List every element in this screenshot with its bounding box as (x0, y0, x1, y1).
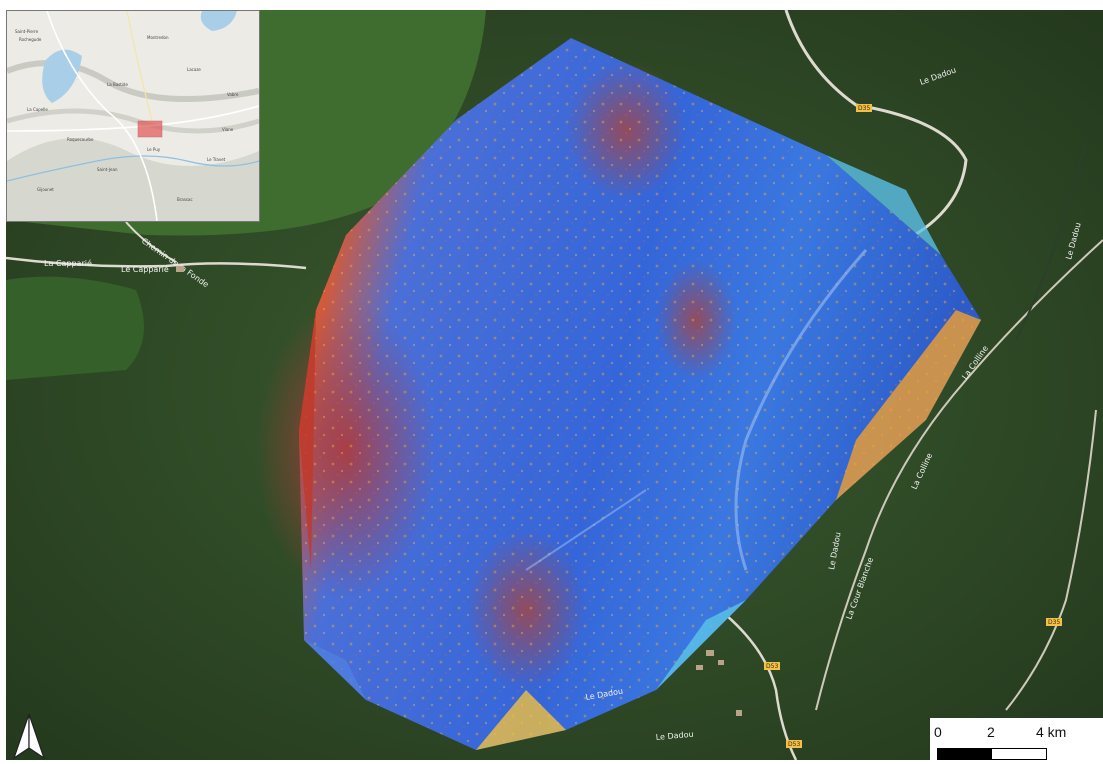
road-label: Le Capparié (121, 264, 169, 274)
inset-place-label: Montredon (147, 35, 169, 40)
north-arrow-icon (10, 712, 48, 760)
scale-bar: 0 2 4 km (930, 718, 1103, 760)
svg-text:D35: D35 (1048, 619, 1060, 626)
road-east (815, 239, 1103, 711)
inset-place-label: Saint-Pierre (15, 29, 39, 34)
dem-track (734, 249, 868, 571)
inset-locator-map[interactable]: Saint-Pierre Rochegude Montredon La Bast… (6, 10, 260, 222)
inset-place-label: Saint-Jean (97, 167, 118, 172)
scale-segment-black (937, 748, 991, 760)
inset-place-label: Le Puy (147, 147, 161, 152)
svg-text:D53: D53 (766, 663, 778, 670)
road-shield: D53 (786, 740, 802, 748)
dem-track (525, 489, 647, 571)
road-track (125, 221, 177, 263)
river (1015, 139, 1087, 341)
inset-place-label: Viane (222, 127, 234, 132)
dem-edge-artifact (456, 38, 571, 120)
scale-segment-white (991, 748, 1047, 760)
road-west (6, 256, 307, 270)
inset-place-label: Brassac (177, 197, 193, 202)
dem-speckle (299, 38, 981, 750)
field-area-2 (6, 276, 144, 380)
dem-edge-artifact (299, 310, 316, 570)
inset-lake (42, 49, 82, 103)
road-shield: D35 (1046, 618, 1062, 626)
road-far-east (1005, 409, 1097, 711)
inset-study-area-highlight (137, 120, 163, 138)
svg-text:D35: D35 (858, 105, 870, 112)
scale-label-0: 0 (934, 724, 942, 740)
dem-overlay[interactable] (256, 38, 981, 750)
village-buildings (176, 266, 742, 716)
inset-place-label: La Bastide (107, 82, 128, 87)
scale-label-2: 2 (987, 724, 995, 740)
road-shield: D35 (856, 104, 872, 112)
road-d35 (784, 10, 968, 242)
map-canvas[interactable]: Le Dadou Le Dadou Le Dadou Le Dadou Le D… (6, 10, 1103, 760)
road-label: La Capparié (44, 258, 92, 268)
dem-edge-artifact (656, 600, 746, 690)
inset-road (46, 11, 158, 221)
inset-map-svg: Saint-Pierre Rochegude Montredon La Bast… (7, 11, 259, 221)
dem-edge-artifact (304, 640, 366, 700)
inset-place-label: Vabre (227, 92, 239, 97)
dem-edge-artifact (836, 310, 981, 500)
inset-place-label: Lacaze (187, 67, 201, 72)
road-label: Le Dadou (655, 730, 694, 742)
inset-place-label: Rochegude (19, 37, 42, 42)
scale-label-4km: 4 km (1036, 724, 1067, 740)
inset-lake (200, 11, 237, 31)
svg-text:D53: D53 (788, 741, 800, 748)
inset-road (126, 11, 153, 122)
dem-edge-artifact (826, 155, 941, 255)
inset-place-label: Gijounet (37, 187, 54, 192)
road-shield: D53 (764, 662, 780, 670)
inset-place-label: Roquecourbe (67, 137, 94, 142)
inset-place-label: La Capelle (27, 107, 48, 112)
inset-place-label: Le Travet (207, 157, 226, 162)
dem-edge-artifact (476, 690, 566, 750)
